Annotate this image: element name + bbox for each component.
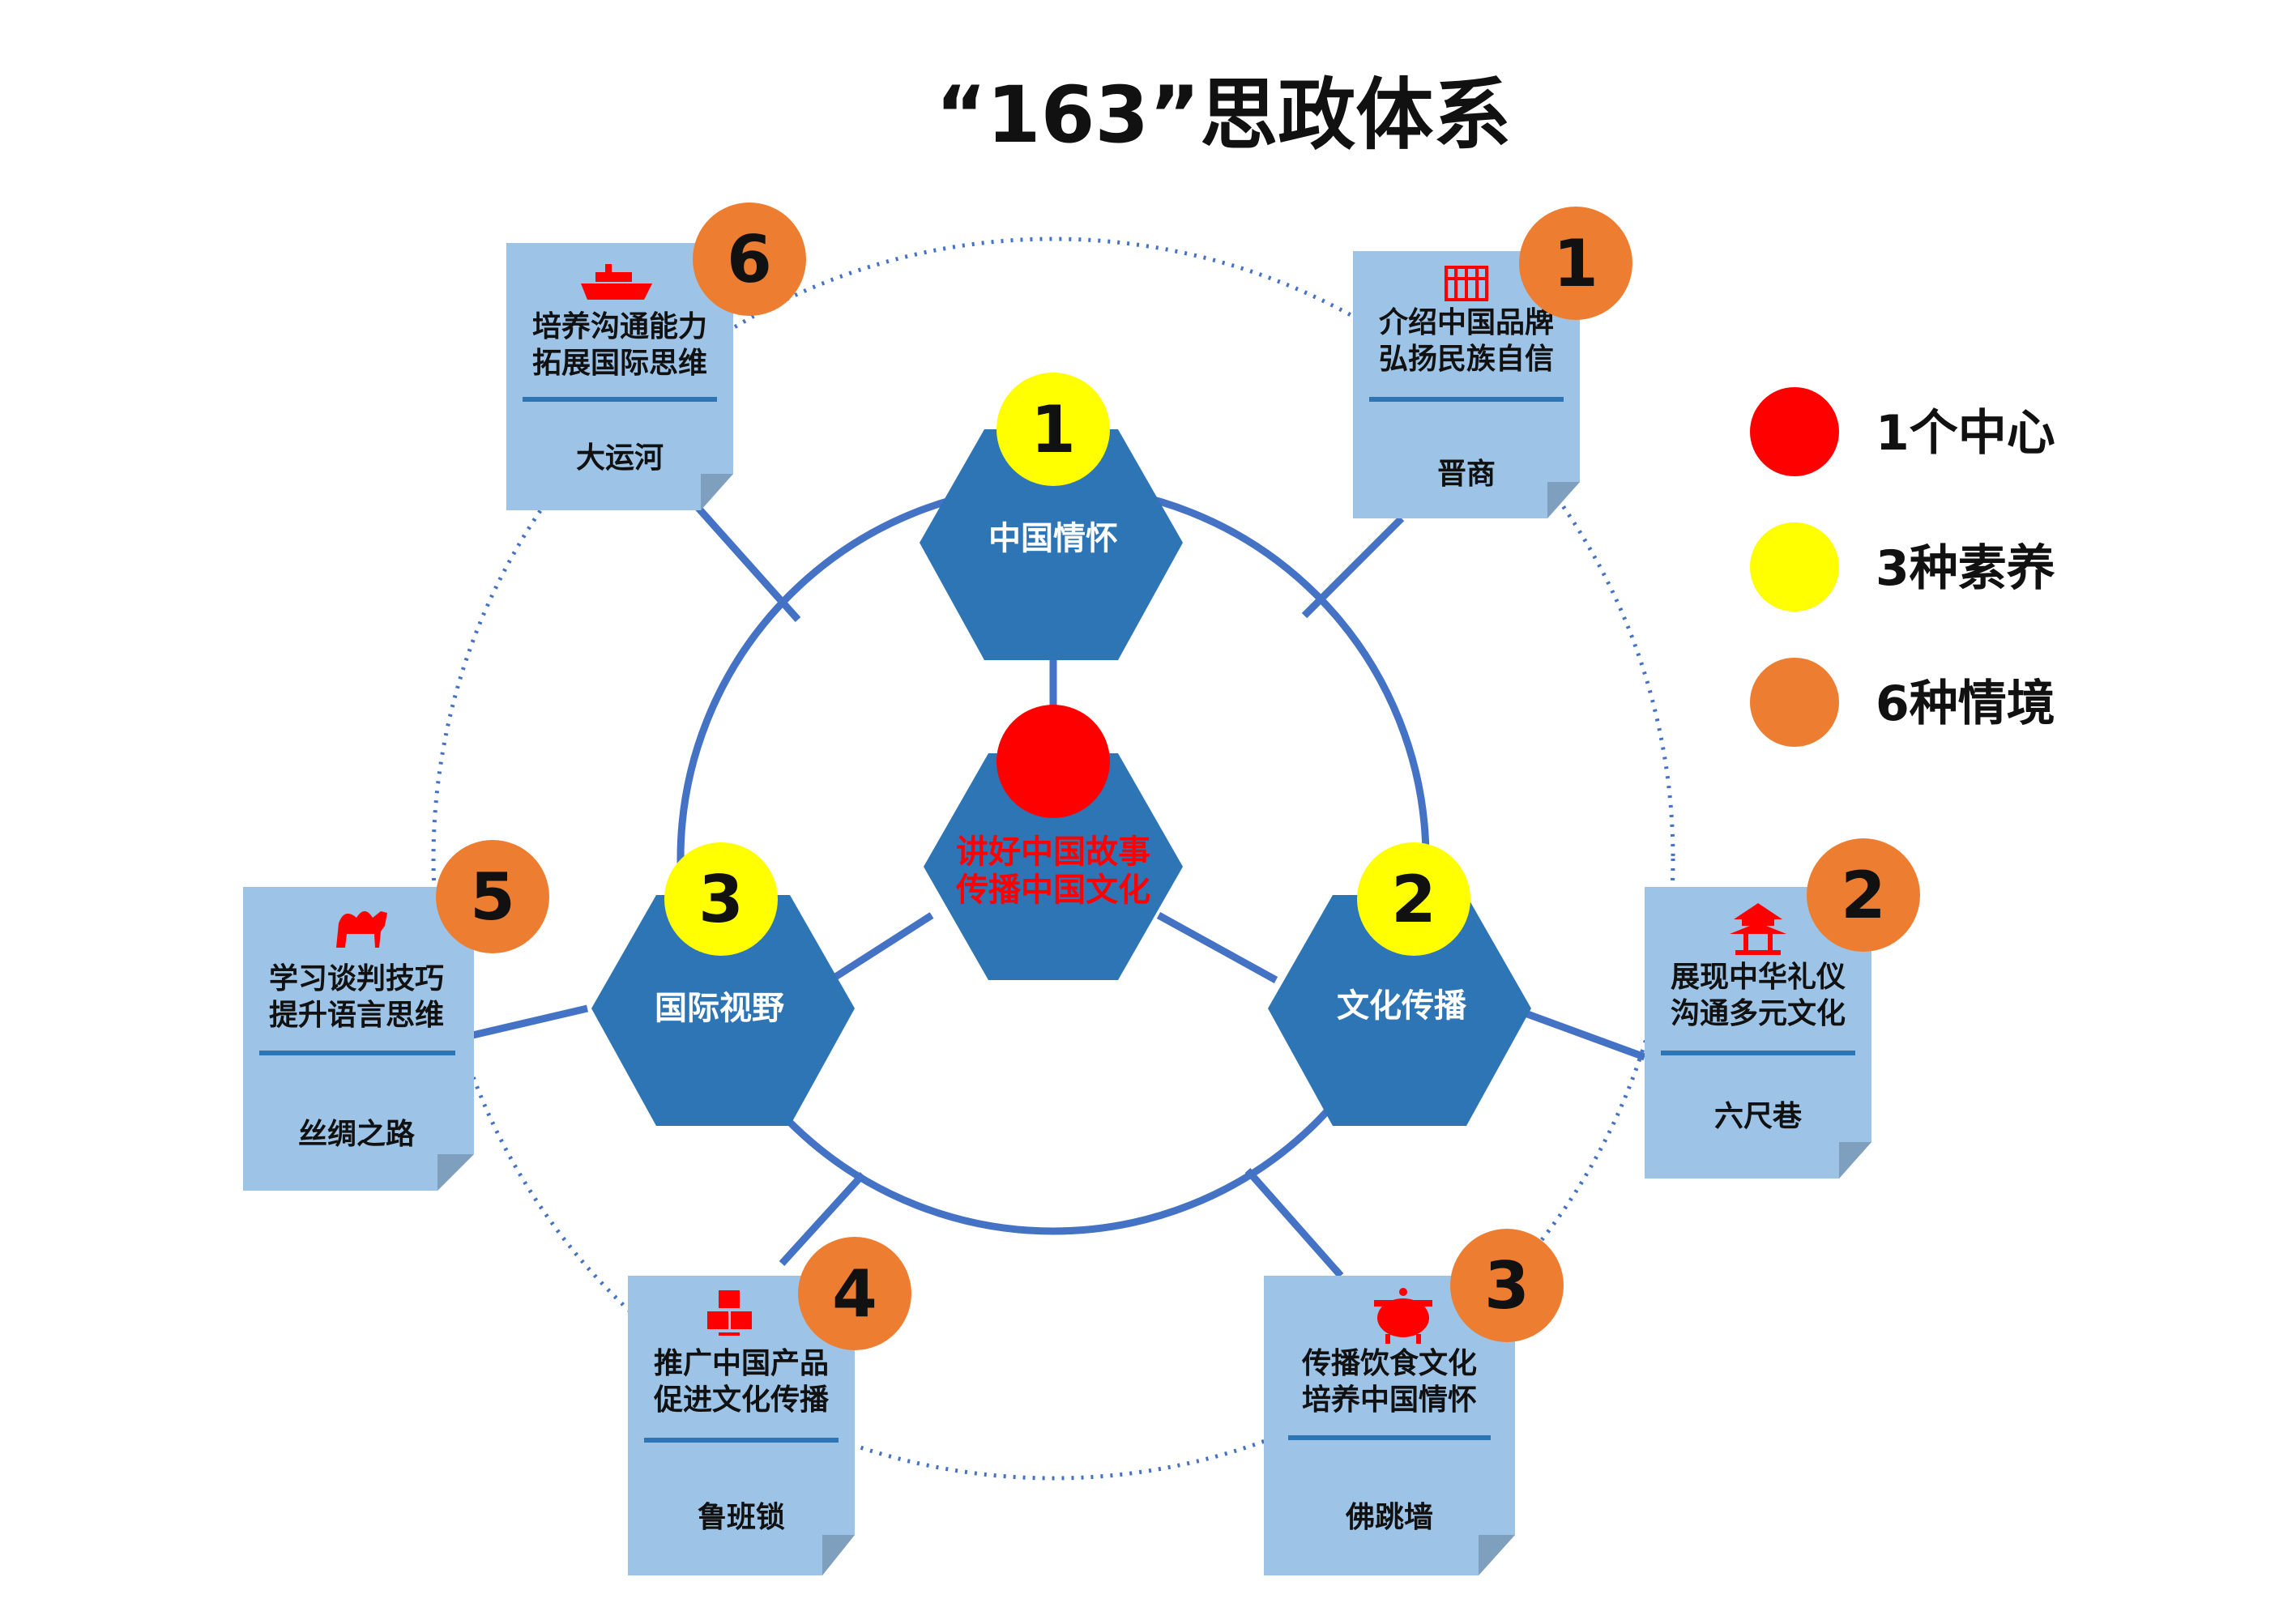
context-number-3: 3 xyxy=(1484,1248,1530,1324)
center-line-1: 讲好中国故事 xyxy=(956,833,1150,871)
center-node: 讲好中国故事 传播中国文化 xyxy=(924,705,1183,980)
context-line2-2: 沟通多元文化 xyxy=(1671,997,1846,1030)
context-line2-5: 提升语言思维 xyxy=(269,999,444,1032)
legend-label-literacy: 3种素养 xyxy=(1876,540,2055,597)
ship-icon xyxy=(581,264,652,300)
context-name-1: 晋商 xyxy=(1437,458,1496,491)
cauldron-icon xyxy=(1374,1288,1432,1344)
context-line1-5: 学习谈判技巧 xyxy=(269,961,444,995)
context-card-1: 介绍中国品牌 弘扬民族自信 晋商 1 xyxy=(1353,207,1632,518)
cubes-icon xyxy=(707,1290,752,1336)
abacus-icon xyxy=(1445,266,1488,301)
literacy-node-1: 1 中国情怀 xyxy=(920,373,1183,660)
legend-label-context: 6种情境 xyxy=(1876,676,2055,732)
literacy-number-1: 1 xyxy=(1031,392,1076,467)
pavilion-icon xyxy=(1730,903,1786,955)
context-card-6: 培养沟通能力 拓展国际思维 大运河 6 xyxy=(506,202,806,510)
context-card-2: 展现中华礼仪 沟通多元文化 六尺巷 2 xyxy=(1645,838,1920,1179)
context-number-1: 1 xyxy=(1553,226,1598,301)
context-number-6: 6 xyxy=(727,222,772,297)
context-line2-1: 弘扬民族自信 xyxy=(1379,343,1554,376)
context-line2-4: 促进文化传播 xyxy=(653,1383,830,1417)
legend: 1个中心 3种素养 6种情境 xyxy=(1750,387,2055,747)
context-name-6: 大运河 xyxy=(576,441,664,475)
literacy-number-3: 3 xyxy=(698,862,744,937)
context-card-3: 传播饮食文化 培养中国情怀 佛跳墙 3 xyxy=(1264,1229,1564,1575)
context-card-4: 推广中国产品 促进文化传播 鲁班锁 4 xyxy=(628,1237,911,1575)
context-line2-3: 培养中国情怀 xyxy=(1302,1383,1477,1417)
legend-item-context: 6种情境 xyxy=(1750,658,2055,747)
context-line1-1: 介绍中国品牌 xyxy=(1379,306,1554,339)
context-line1-4: 推广中国产品 xyxy=(654,1347,829,1380)
literacy-node-3: 3 国际视野 xyxy=(591,842,855,1126)
context-line2-6: 拓展国际思维 xyxy=(532,347,707,380)
legend-item-center: 1个中心 xyxy=(1750,387,2055,476)
literacy-number-2: 2 xyxy=(1391,862,1436,937)
literacy-node-2: 2 文化传播 xyxy=(1268,842,1531,1126)
card-connectors xyxy=(464,504,1646,1278)
legend-item-literacy: 3种素养 xyxy=(1750,522,2055,612)
legend-label-center: 1个中心 xyxy=(1876,405,2055,462)
literacy-label-2: 文化传播 xyxy=(1337,987,1467,1025)
center-line-2: 传播中国文化 xyxy=(955,872,1150,909)
literacy-label-1: 中国情怀 xyxy=(988,520,1118,557)
context-name-4: 鲁班锁 xyxy=(698,1501,785,1534)
context-name-5: 丝绸之路 xyxy=(298,1118,416,1151)
center-hexagon xyxy=(924,753,1183,980)
outer-dotted-ring xyxy=(431,237,1675,1481)
page-title: “163”思政体系 xyxy=(936,70,1512,160)
context-number-4: 4 xyxy=(832,1256,877,1332)
context-name-2: 六尺巷 xyxy=(1714,1100,1803,1133)
context-card-5: 学习谈判技巧 提升语言思维 丝绸之路 5 xyxy=(243,840,549,1191)
context-number-5: 5 xyxy=(470,859,515,935)
center-connectors xyxy=(828,660,1278,983)
context-name-3: 佛跳墙 xyxy=(1345,1501,1433,1534)
context-line1-3: 传播饮食文化 xyxy=(1301,1347,1477,1380)
center-red-dot xyxy=(996,705,1110,818)
camel-icon xyxy=(336,911,387,948)
literacy-label-3: 国际视野 xyxy=(655,990,784,1027)
context-line1-2: 展现中华礼仪 xyxy=(1671,961,1846,994)
context-number-2: 2 xyxy=(1841,858,1886,933)
context-line1-6: 培养沟通能力 xyxy=(532,309,707,343)
